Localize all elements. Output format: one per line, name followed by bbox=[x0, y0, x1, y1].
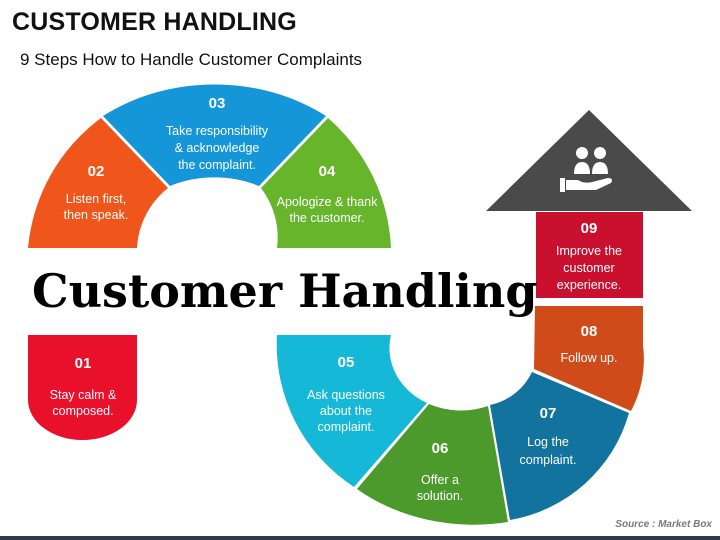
step-09-text-2: customer bbox=[563, 261, 614, 275]
step-01-text-2: composed. bbox=[52, 404, 113, 418]
step-03-text-2: & acknowledge bbox=[175, 141, 260, 155]
step-09-number: 09 bbox=[581, 220, 598, 237]
step-03: 03 Take responsibility & acknowledge the… bbox=[103, 84, 326, 186]
step-05: 05 Ask questions about the complaint. bbox=[276, 335, 427, 487]
step-09-text-1: Improve the bbox=[556, 244, 622, 258]
step-08-shape bbox=[534, 306, 644, 411]
step-04-text-2: the customer. bbox=[289, 211, 364, 225]
step-01-number: 01 bbox=[75, 355, 92, 372]
step-02-text-1: Listen first, bbox=[66, 192, 126, 206]
step-04: 04 Apologize & thank the customer. bbox=[261, 118, 391, 248]
page-subtitle: 9 Steps How to Handle Customer Complaint… bbox=[20, 50, 363, 69]
step-04-shape bbox=[261, 118, 391, 248]
step-03-shape bbox=[103, 84, 326, 186]
step-07-number: 07 bbox=[540, 405, 557, 422]
step-06: 06 Offer a solution. bbox=[357, 404, 508, 525]
step-08: 08 Follow up. bbox=[534, 306, 644, 411]
step-01-shape bbox=[28, 335, 137, 440]
bottom-strip bbox=[0, 536, 720, 540]
step-06-text-2: solution. bbox=[417, 489, 464, 503]
banner-title: Customer Handling bbox=[32, 264, 538, 318]
source-label: Source : Market Box bbox=[615, 519, 712, 530]
step-08-text-1: Follow up. bbox=[561, 351, 618, 365]
step-05-text-2: about the bbox=[320, 404, 372, 418]
step-02: 02 Listen first, then speak. bbox=[28, 118, 168, 248]
step-02-number: 02 bbox=[88, 163, 105, 180]
step-02-shape bbox=[28, 118, 168, 248]
step-06-text-1: Offer a bbox=[421, 473, 459, 487]
step-03-text-1: Take responsibility bbox=[166, 124, 269, 138]
step-01: 01 Stay calm & composed. bbox=[28, 335, 137, 440]
step-06-shape bbox=[357, 404, 508, 525]
banner-band bbox=[0, 250, 515, 332]
step-09: 09 Improve the customer experience. bbox=[536, 212, 643, 298]
step-05-text-3: complaint. bbox=[318, 420, 375, 434]
step-05-text-1: Ask questions bbox=[307, 388, 385, 402]
step-03-text-3: the complaint. bbox=[178, 158, 256, 172]
step-02-text-2: then speak. bbox=[64, 208, 129, 222]
step-09-shape bbox=[536, 212, 643, 298]
step-07-text-1: Log the bbox=[527, 435, 569, 449]
step-04-text-1: Apologize & thank bbox=[277, 195, 379, 209]
step-05-shape bbox=[276, 335, 427, 487]
step-07-shape bbox=[490, 372, 629, 520]
arrow-head bbox=[486, 110, 692, 211]
step-08-number: 08 bbox=[581, 323, 598, 340]
step-07-text-2: complaint. bbox=[520, 453, 577, 467]
step-05-number: 05 bbox=[338, 354, 355, 371]
step-04-number: 04 bbox=[319, 163, 336, 180]
page-title: CUSTOMER HANDLING bbox=[12, 8, 297, 36]
step-03-number: 03 bbox=[209, 95, 226, 112]
arrow-head-shape bbox=[486, 110, 692, 211]
customer-service-hand-icon bbox=[560, 147, 612, 192]
step-09-text-3: experience. bbox=[557, 278, 622, 292]
step-06-number: 06 bbox=[432, 440, 449, 457]
step-01-text-1: Stay calm & bbox=[50, 388, 117, 402]
step-07: 07 Log the complaint. bbox=[490, 372, 629, 520]
